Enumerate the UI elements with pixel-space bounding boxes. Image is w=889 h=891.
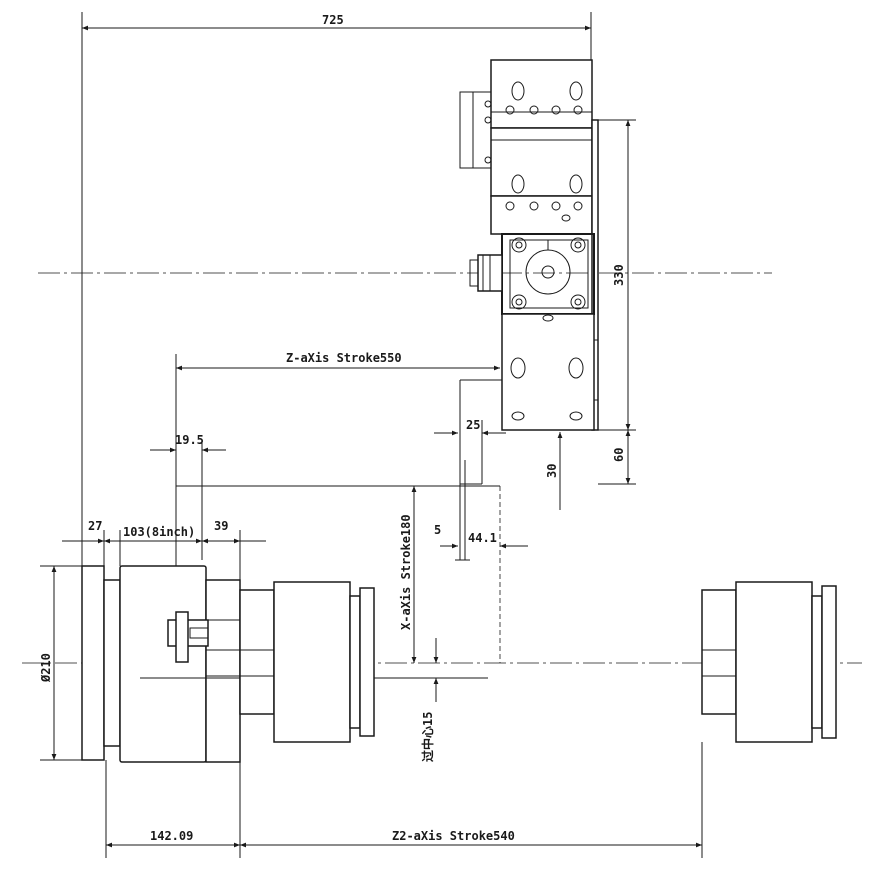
dim-725-label: 725 — [322, 13, 344, 27]
sub-spindle — [701, 581, 837, 743]
dim-30-label: 30 — [545, 464, 559, 478]
dim-z-stroke-label: Z-aXis Stroke550 — [286, 351, 402, 365]
dim-over-center-label: 过中心15 — [420, 712, 435, 762]
dim-5-and-44-1: 5 44.1 — [434, 523, 528, 549]
dim-x-stroke-label: X-aXis Stroke180 — [399, 514, 413, 630]
dim-chuck-top: 27 103(8inch) 39 — [62, 519, 266, 580]
dim-19-5-label: 19.5 — [175, 433, 204, 447]
tool-turret — [455, 59, 599, 561]
dim-bottom: 142.09 Z2-aXis Stroke540 — [105, 742, 703, 858]
dim-330-label: 330 — [612, 264, 626, 286]
dim-142-09-label: 142.09 — [150, 829, 193, 843]
dim-103-label: 103(8inch) — [123, 525, 195, 539]
dim-60-label: 60 — [612, 448, 626, 462]
dim-39-label: 39 — [214, 519, 228, 533]
dim-25: 25 — [434, 418, 506, 436]
dim-z2-stroke-label: Z2-aXis Stroke540 — [392, 829, 515, 843]
dim-25-label: 25 — [466, 418, 480, 432]
dim-44-1-label: 44.1 — [468, 531, 497, 545]
dim-turret-height: 330 — [598, 119, 636, 431]
dim-27-label: 27 — [88, 519, 102, 533]
main-spindle-chuck — [81, 565, 488, 763]
dim-5-label: 5 — [434, 523, 441, 537]
dim-30: 30 — [545, 429, 575, 510]
center-workpiece-holder — [239, 581, 375, 743]
dim-overall-width: 725 — [81, 12, 592, 566]
dim-x-axis-stroke: X-aXis Stroke180 — [176, 485, 501, 663]
dim-diameter-210: Ø210 — [39, 565, 82, 761]
dim-over-center: 过中心15 — [420, 638, 439, 762]
dim-19-5: 19.5 — [150, 433, 226, 560]
dim-60: 60 — [598, 430, 636, 485]
dim-210-label: Ø210 — [39, 653, 53, 683]
